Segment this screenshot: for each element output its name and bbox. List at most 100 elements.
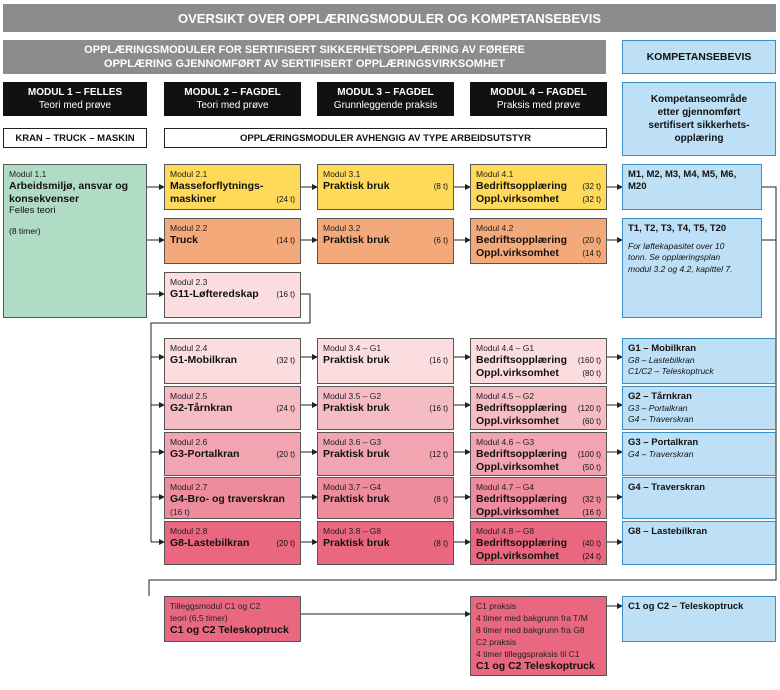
kompetanse-note: G4 – Traverskran: [628, 448, 694, 459]
modul-2-5: Modul 2.5 G2-Tårnkran(24 t): [164, 386, 301, 430]
modul-2-4: Modul 2.4 G1-Mobilkran (32 t): [164, 338, 301, 384]
module-line: C2 praksis: [476, 637, 517, 647]
module-title: Praktisk bruk: [323, 234, 390, 246]
module-hours: (8 t): [433, 182, 448, 191]
module-hours: (20 t): [582, 236, 601, 245]
module-line: 8 timer med bakgrunn fra G8: [476, 625, 585, 635]
module-hours: (20 t): [276, 539, 295, 548]
column-title: MODUL 4 – FAGDEL: [490, 87, 587, 98]
module-label: Modul 2.1: [170, 169, 208, 179]
subheader-right: OPPLÆRINGSMODULER AVHENGIG AV TYPE ARBEI…: [164, 128, 607, 148]
module-title: Masseforflytnings-: [170, 180, 264, 192]
module-line: 4 timer tilleggspraksis til C1: [476, 649, 580, 659]
module-label: Modul 2.4: [170, 343, 208, 353]
page-title: OVERSIKT OVER OPPLÆRINGSMODULER OG KOMPE…: [3, 4, 776, 32]
kompetanse-codes: G8 – Lastebilkran: [628, 526, 708, 537]
kompetanse-note: C1/C2 – Teleskoptruck: [628, 366, 714, 376]
column-sub: Grunnleggende praksis: [333, 100, 438, 111]
column-header-4: MODUL 4 – FAGDEL Praksis med prøve: [470, 82, 607, 116]
kompetanse-codes: G2 – Tårnkran: [628, 391, 692, 402]
modul-4-8: Modul 4.8 – G8 Bedriftsopplæring(40 t) O…: [470, 521, 607, 565]
module-title: Praktisk bruk: [323, 448, 390, 460]
header-banner: OPPLÆRINGSMODULER FOR SERTIFISERT SIKKER…: [3, 40, 606, 74]
column-title: MODUL 1 – FELLES: [27, 87, 123, 98]
modul-3-5: Modul 3.5 – G2 Praktisk bruk(16 t): [317, 386, 454, 430]
module-sub: teori (6,5 timer): [170, 613, 228, 623]
kompetanse-codes: G1 – Mobilkran: [628, 343, 697, 354]
kompetanse-note: tonn. Se opplæringsplan: [628, 252, 721, 262]
module-hours: (16 t): [429, 356, 448, 365]
column-title: MODUL 2 – FAGDEL: [184, 87, 281, 98]
module-hours-2: (16 t): [582, 508, 601, 517]
module-hours: (32 t): [276, 356, 295, 365]
module-line: 4 timer med bakgrunn fra T/M: [476, 613, 588, 623]
module-hours-2: (50 t): [582, 463, 601, 472]
module-label: Modul 3.2: [323, 223, 361, 233]
modul-3-8: Modul 3.8 – G8 Praktisk bruk(8 t): [317, 521, 454, 565]
module-label: Modul 2.6: [170, 437, 208, 447]
kompetanse-codes: T1, T2, T3, T4, T5, T20: [628, 223, 727, 234]
kompetanse-m: M1, M2, M3, M4, M5, M6, M20: [622, 164, 762, 210]
subheader-left-text: KRAN – TRUCK – MASKIN: [15, 132, 135, 144]
module-label: Modul 4.5 – G2: [476, 391, 535, 401]
subheader-right-text: OPPLÆRINGSMODULER AVHENGIG AV TYPE ARBEI…: [239, 132, 531, 144]
subheader-left: KRAN – TRUCK – MASKIN: [3, 128, 147, 148]
modul-4-7: Modul 4.7 – G4 Bedriftsopplæring(32 t) O…: [470, 477, 607, 519]
column-header-3: MODUL 3 – FAGDEL Grunnleggende praksis: [317, 82, 454, 116]
header-line2: OPPLÆRING GJENNOMFØRT AV SERTIFISERT OPP…: [104, 58, 505, 70]
module-hours: (100 t): [577, 450, 601, 459]
kompetanse-col-line: sertifisert sikkerhets-: [648, 120, 750, 131]
modul-4-6: Modul 4.6 – G3 Bedriftsopplæring(100 t) …: [470, 432, 607, 476]
module-title: G1-Mobilkran: [170, 354, 238, 366]
kompetanse-note: G4 – Traverskran: [628, 414, 694, 424]
module-label: Modul 3.4 – G1: [323, 343, 382, 353]
modul-4-2: Modul 4.2 Bedriftsopplæring(20 t) Oppl.v…: [470, 218, 607, 264]
module-label: Modul 2.5: [170, 391, 208, 401]
modul-2-1: Modul 2.1 Masseforflytnings- maskiner(24…: [164, 164, 301, 210]
module-title: G8-Lastebilkran: [170, 537, 250, 549]
column-title: MODUL 3 – FAGDEL: [337, 87, 434, 98]
kompetanse-note: G8 – Lastebilkran: [628, 354, 695, 365]
module-label: Modul 4.7 – G4: [476, 482, 535, 492]
module-label: Modul 2.2: [170, 223, 208, 233]
module-title-2: Oppl.virksomhet: [476, 550, 559, 562]
kompetanse-header-text: KOMPETANSEBEVIS: [646, 50, 752, 63]
modul-1-1: Modul 1.1 Arbeidsmiljø, ansvar og konsek…: [3, 164, 147, 318]
module-hours: (24 t): [276, 404, 295, 413]
module-label: Modul 4.2: [476, 223, 514, 233]
module-hours: (6 t): [433, 236, 448, 245]
module-hours-2: (24 t): [582, 552, 601, 561]
kompetanse-g2: G2 – Tårnkran G3 – Portalkran G4 – Trave…: [622, 386, 776, 430]
modul-4-5: Modul 4.5 – G2 Bedriftsopplæring(120 t) …: [470, 386, 607, 430]
module-label: Modul 4.6 – G3: [476, 437, 535, 447]
modul-3-4: Modul 3.4 – G1 Praktisk bruk(16 t): [317, 338, 454, 384]
kompetanse-codes: C1 og C2 – Teleskoptruck: [628, 601, 744, 612]
kompetanse-t: T1, T2, T3, T4, T5, T20 For løftekapasit…: [622, 218, 762, 318]
modul-4-4: Modul 4.4 – G1 Bedriftsopplæring(160 t) …: [470, 338, 607, 384]
tilleggsmodul-c1-c2: Tilleggsmodul C1 og C2 teori (6,5 timer)…: [164, 596, 301, 642]
column-header-1: MODUL 1 – FELLES Teori med prøve: [3, 82, 147, 116]
module-label: Modul 4.4 – G1: [476, 343, 535, 353]
module-hours: (8 t): [433, 495, 448, 504]
kompetanse-col-line: opplæring: [674, 133, 724, 144]
module-title: Praktisk bruk: [323, 537, 390, 549]
module-hours: (32 t): [582, 495, 601, 504]
modul-3-1: Modul 3.1 Praktisk bruk(8 t): [317, 164, 454, 210]
module-hours-2: (14 t): [582, 249, 601, 258]
kompetanse-column-header: Kompetanseområde etter gjennomført serti…: [622, 82, 776, 156]
column-header-2: MODUL 2 – FAGDEL Teori med prøve: [164, 82, 301, 116]
module-hours-2: (60 t): [582, 417, 601, 426]
module-label: Modul 2.8: [170, 526, 208, 536]
module-title-2: Oppl.virksomhet: [476, 193, 559, 205]
kompetanse-codes: G4 – Traverskran: [628, 482, 706, 493]
module-hours: (40 t): [582, 539, 601, 548]
module-title: Praktisk bruk: [323, 180, 390, 192]
page-title-text: OVERSIKT OVER OPPLÆRINGSMODULER OG KOMPE…: [177, 10, 602, 26]
kompetanse-col-line: etter gjennomført: [657, 107, 741, 118]
module-hours: (24 t): [276, 194, 295, 204]
module-hours: (16 t): [276, 290, 295, 299]
module-label: Modul 4.1: [476, 169, 514, 179]
module-label: Tilleggsmodul C1 og C2: [170, 601, 261, 611]
module-hours: (12 t): [429, 450, 448, 459]
